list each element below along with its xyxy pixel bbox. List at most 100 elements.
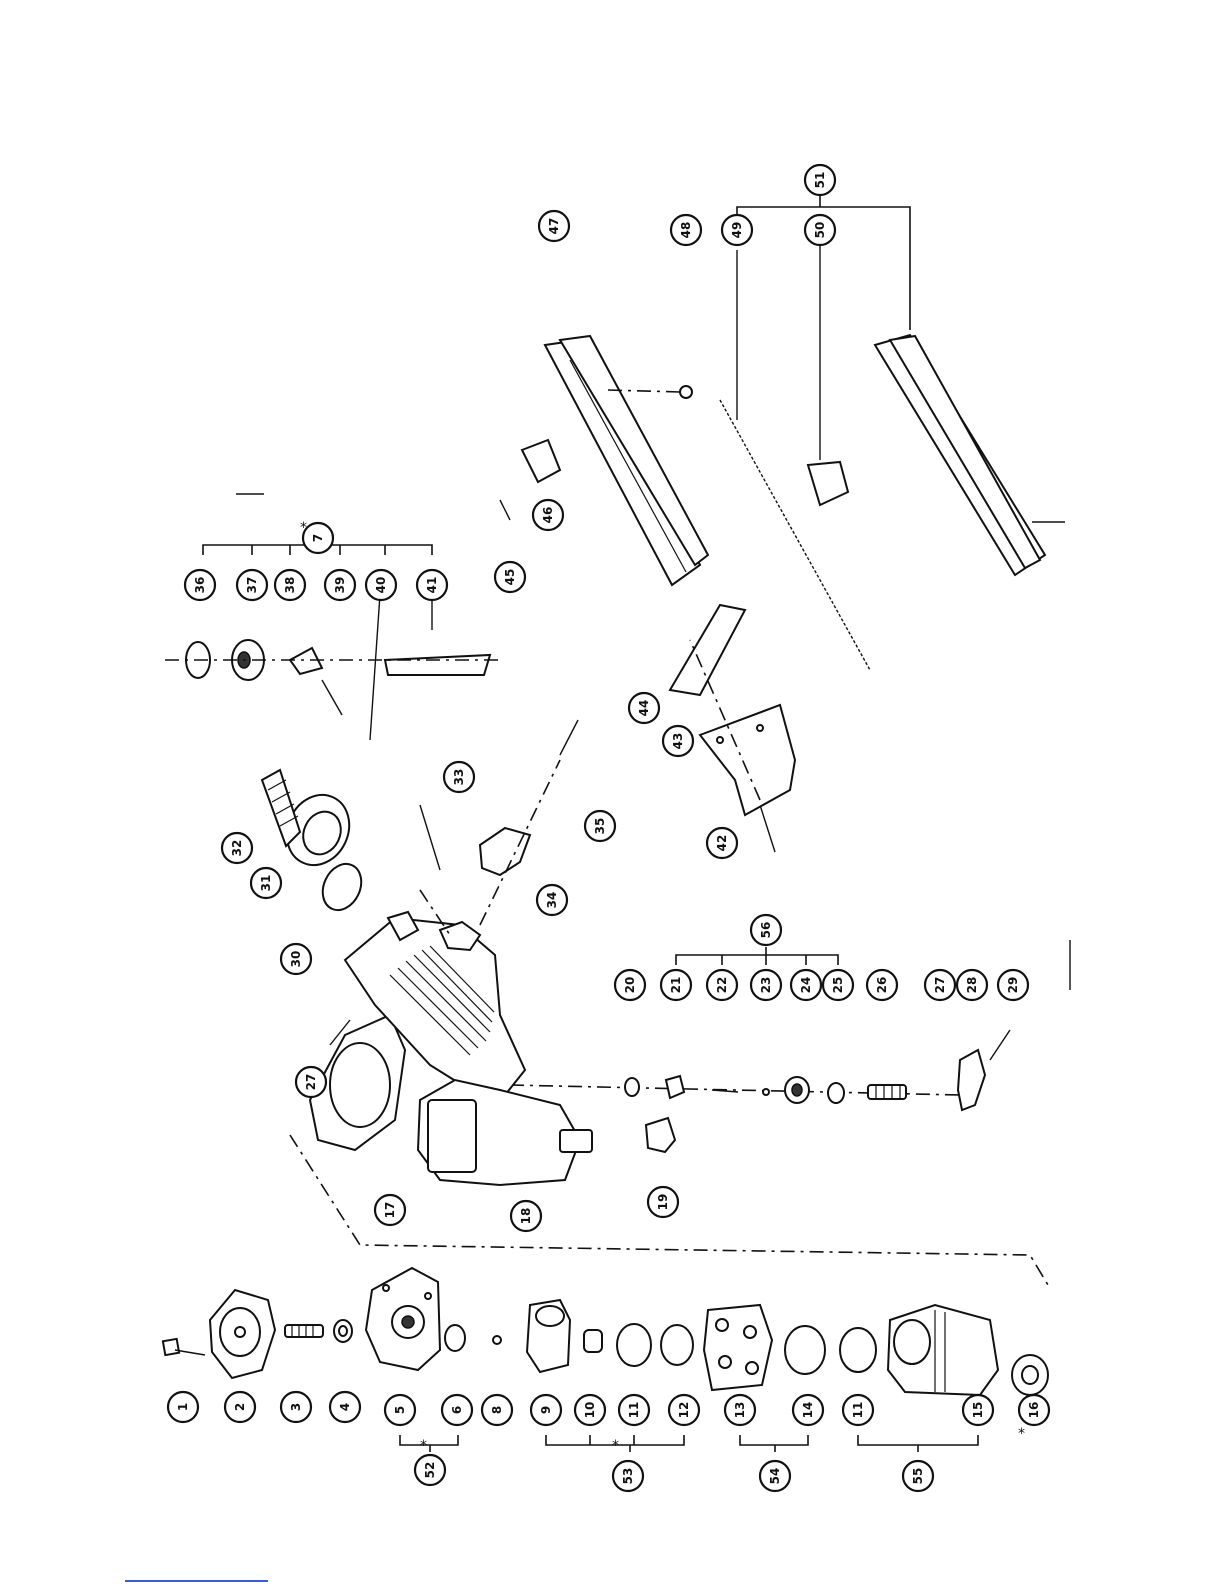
callout-label: 5 (393, 1406, 407, 1414)
part-21-valve-cap (666, 1076, 684, 1098)
callout-51: 51 (805, 165, 835, 195)
callout-7: 7 (303, 523, 333, 553)
part-13-cylinder (704, 1305, 772, 1390)
group-7-parts: * (165, 520, 500, 740)
part-33-spring (420, 805, 440, 870)
part-12-ring (661, 1325, 693, 1365)
callout-11: 11 (843, 1395, 873, 1425)
part-25-o-ring (828, 1083, 844, 1103)
callout-14: 14 (793, 1395, 823, 1425)
callout-label: 13 (733, 1402, 747, 1419)
part-45-screw (500, 500, 510, 520)
magazine-parts (500, 336, 795, 852)
callout-label: 31 (259, 875, 273, 892)
callout-label: 19 (656, 1194, 670, 1211)
callout-17: 17 (375, 1195, 405, 1225)
part-5-housing-plate (366, 1268, 440, 1370)
part-6-o-ring (445, 1325, 465, 1351)
callout-label: 8 (490, 1406, 504, 1414)
callout-label: 18 (519, 1208, 533, 1225)
callout-label: 20 (623, 977, 637, 994)
callout-label: 22 (715, 977, 729, 994)
assembly-bracket-56 (676, 947, 838, 965)
bottom-row-parts (163, 1268, 1048, 1395)
callout-label: 47 (547, 218, 561, 235)
part-8-ball (493, 1336, 501, 1344)
part-11b-ring (840, 1328, 876, 1372)
part-47-magazine-rail (545, 336, 708, 585)
callout-25: 25 (823, 970, 853, 1000)
part-29-pin (990, 1030, 1010, 1060)
callout-label: 43 (671, 733, 685, 750)
callout-46: 46 (533, 500, 563, 530)
callout-label: 4 (338, 1403, 352, 1411)
callout-6: 6 (442, 1395, 472, 1425)
callout-50: 50 (805, 215, 835, 245)
part-26-spring (868, 1085, 906, 1099)
callout-5: 5 (385, 1395, 415, 1425)
callout-label: 10 (583, 1402, 597, 1419)
callout-label: 45 (503, 569, 517, 586)
part-9-rotor (527, 1300, 570, 1372)
callout-33: 33 (444, 762, 474, 792)
part-16-bushing (1012, 1355, 1048, 1395)
callout-47: 47 (539, 211, 569, 241)
callout-label: 53 (621, 1468, 635, 1485)
part-2-end-plate (210, 1290, 275, 1378)
callout-35: 35 (585, 811, 615, 841)
part-1-screw (163, 1339, 205, 1355)
callout-label: 1 (176, 1403, 190, 1411)
callout-label: 42 (715, 835, 729, 852)
callout-12: 12 (669, 1395, 699, 1425)
callout-label: 29 (1006, 977, 1020, 994)
callout-3: 3 (281, 1392, 311, 1422)
callout-52: 52 (415, 1455, 445, 1485)
callout-41: 41 (417, 570, 447, 600)
part-42-screw (760, 805, 775, 852)
callout-18: 18 (511, 1201, 541, 1231)
upper-middle-parts (262, 720, 578, 935)
callout-label: 14 (801, 1402, 815, 1419)
callout-label: 16 (1027, 1402, 1041, 1419)
callout-13: 13 (725, 1395, 755, 1425)
callout-32: 32 (222, 833, 252, 863)
callout-31: 31 (251, 868, 281, 898)
callout-29: 29 (998, 970, 1028, 1000)
callout-label: 40 (374, 577, 388, 594)
callout-label: 32 (230, 840, 244, 857)
callout-40: 40 (366, 570, 396, 600)
part-19-nozzle (646, 1118, 675, 1152)
callout-label: 48 (679, 222, 693, 239)
callout-54: 54 (760, 1461, 790, 1491)
callout-label: 26 (875, 977, 889, 994)
part-49-strip (720, 400, 870, 670)
part-10-bearing (584, 1330, 602, 1352)
callout-label: 55 (911, 1468, 925, 1485)
callout-11: 11 (619, 1395, 649, 1425)
callout-label: 37 (245, 577, 259, 594)
callout-label: 11 (851, 1402, 865, 1419)
callout-42: 42 (707, 828, 737, 858)
callout-34: 34 (537, 885, 567, 915)
callout-30: 30 (281, 944, 311, 974)
callout-9: 9 (531, 1395, 561, 1425)
part-30-o-ring (316, 858, 369, 917)
callout-19: 19 (648, 1187, 678, 1217)
part-3-spring (285, 1325, 323, 1337)
callout-45: 45 (495, 562, 525, 592)
part-28-trigger (958, 1050, 985, 1110)
callout-label: 41 (425, 577, 439, 594)
callout-8: 8 (482, 1395, 512, 1425)
part-38-needle (290, 648, 322, 674)
callout-55: 55 (903, 1461, 933, 1491)
callout-37: 37 (237, 570, 267, 600)
part-4-washer (334, 1320, 352, 1342)
callout-38: 38 (275, 570, 305, 600)
callout-27: 27 (925, 970, 955, 1000)
part-50-block (808, 462, 848, 505)
callout-label: 56 (759, 922, 773, 939)
callout-label: 50 (813, 222, 827, 239)
callout-53: 53 (613, 1461, 643, 1491)
asterisk-16: * (1018, 1426, 1025, 1442)
